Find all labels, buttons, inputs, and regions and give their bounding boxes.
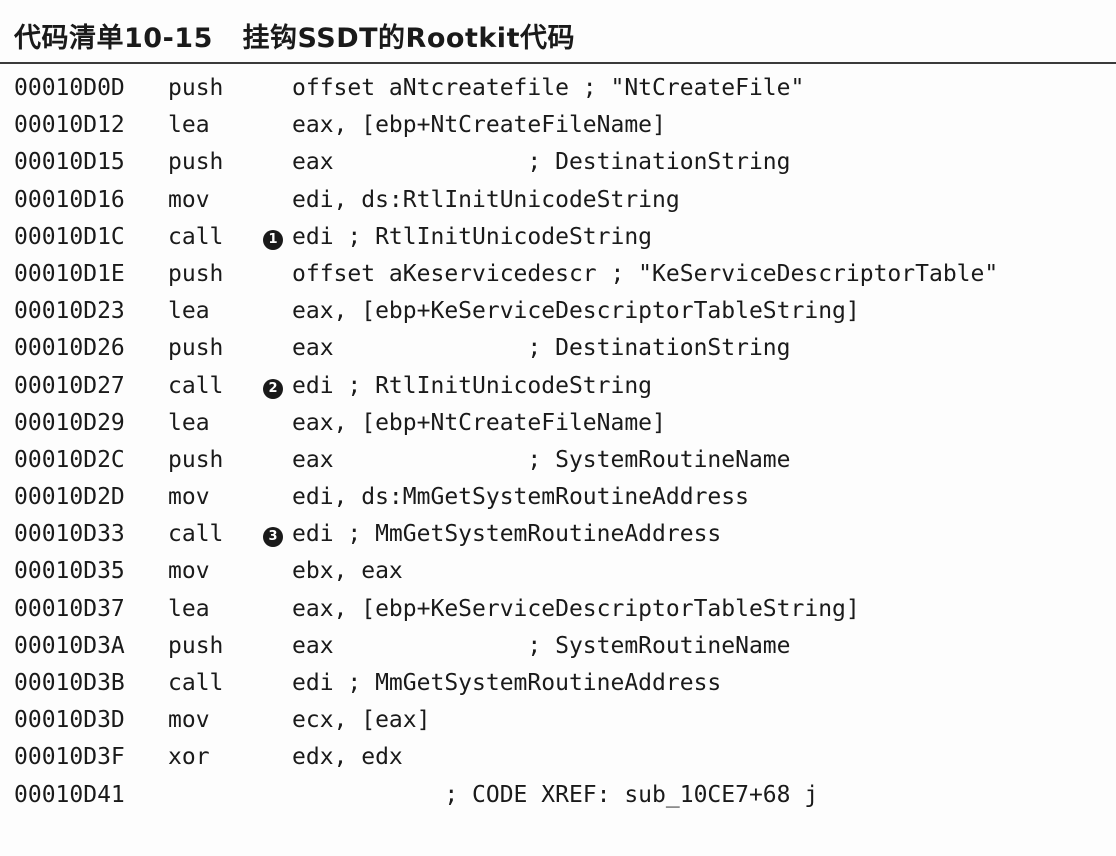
address: 00010D12 [14, 112, 125, 139]
address: 00010D3D [14, 707, 125, 734]
operands: eax, [ebp+KeServiceDescriptorTableString… [292, 595, 860, 622]
code-listing: 00010D0D push offset aNtcreatefile ; "NtCr… [0, 70, 1116, 814]
operands: offset aNtcreatefile ; "NtCreateFile" [292, 75, 805, 101]
mnemonic: xor [168, 744, 210, 771]
address: 00010D1E [14, 260, 125, 287]
mnemonic: push [168, 149, 224, 176]
mnemonic: mov [168, 186, 210, 213]
mnemonic: lea [168, 595, 210, 622]
operands: eax, [ebp+NtCreateFileName] [292, 112, 666, 139]
address: 00010D16 [14, 186, 125, 213]
code-line: 00010D29 lea eax, [ebp+NtCreateFileName] [0, 405, 1116, 442]
operands: edx, edx [292, 744, 403, 771]
operands: edi ; MmGetSystemRoutineAddress [292, 670, 722, 696]
mnemonic: call [168, 670, 224, 696]
code-line: 00010D27 call 2 edi ; RtlInitUnicodeString [0, 368, 1116, 405]
operands: edi ; RtlInitUnicodeString [292, 372, 653, 399]
operands: edi ; RtlInitUnicodeString [292, 223, 653, 250]
code-line: 00010D3D mov ecx, [eax] [0, 702, 1116, 739]
address: 00010D27 [14, 372, 125, 399]
address: 00010D33 [14, 521, 125, 548]
operands: eax, [ebp+KeServiceDescriptorTableString… [292, 298, 860, 325]
operands: ebx, eax [292, 558, 403, 585]
operands: edi, ds:RtlInitUnicodeString [292, 186, 680, 213]
operands: eax ; DestinationString [292, 335, 791, 362]
operands: eax, [ebp+NtCreateFileName] [292, 409, 666, 436]
mnemonic: mov [168, 707, 210, 734]
caption-rule [0, 62, 1116, 64]
operands: offset aKeservicedescr ; "KeServiceDescr… [292, 260, 999, 287]
code-line: 00010D15 push eax ; DestinationString [0, 144, 1116, 181]
mnemonic: lea [168, 298, 210, 325]
mnemonic: call [168, 223, 224, 250]
callout-marker-icon: 1 [263, 229, 283, 250]
mnemonic: mov [168, 484, 210, 511]
code-line: 00010D41 ; CODE XREF: sub_10CE7+68 j [0, 777, 1116, 814]
code-line: 00010D3A push eax ; SystemRoutineName [0, 628, 1116, 665]
address: 00010D26 [14, 335, 125, 362]
code-line: 00010D2D mov edi, ds:MmGetSystemRoutineAdd… [0, 479, 1116, 516]
address: 00010D0D [14, 75, 125, 101]
address: 00010D29 [14, 409, 125, 436]
address: 00010D41 [14, 781, 125, 808]
mnemonic: call [168, 372, 224, 399]
mnemonic: push [168, 632, 224, 659]
code-line: 00010D12 lea eax, [ebp+NtCreateFileName] [0, 107, 1116, 144]
address: 00010D2C [14, 446, 125, 473]
mnemonic: call [168, 521, 224, 548]
mnemonic: push [168, 335, 224, 362]
address: 00010D37 [14, 595, 125, 622]
operands: eax ; DestinationString [292, 149, 791, 176]
operands: eax ; SystemRoutineName [292, 632, 791, 659]
address: 00010D2D [14, 484, 125, 511]
callout-marker-icon: 2 [263, 378, 283, 399]
address: 00010D1C [14, 223, 125, 250]
operands: ecx, [eax] [292, 707, 431, 734]
address: 00010D3B [14, 670, 125, 696]
callout-marker-icon: 3 [263, 527, 283, 548]
address: 00010D35 [14, 558, 125, 585]
code-line: 00010D1C call 1 edi ; RtlInitUnicodeString [0, 219, 1116, 256]
mnemonic: lea [168, 112, 210, 139]
operands: edi, ds:MmGetSystemRoutineAddress [292, 484, 749, 511]
address: 00010D3F [14, 744, 125, 771]
code-line: 00010D23 lea eax, [ebp+KeServiceDescriptor… [0, 293, 1116, 330]
mnemonic: lea [168, 409, 210, 436]
address: 00010D23 [14, 298, 125, 325]
code-line: 00010D16 mov edi, ds:RtlInitUnicodeString [0, 182, 1116, 219]
address: 00010D3A [14, 632, 125, 659]
mnemonic: push [168, 75, 224, 101]
code-line: 00010D0D push offset aNtcreatefile ; "NtCr… [0, 70, 1116, 107]
mnemonic: mov [168, 558, 210, 585]
operands: eax ; SystemRoutineName [292, 446, 791, 473]
address: 00010D15 [14, 149, 125, 176]
code-line: 00010D37 lea eax, [ebp+KeServiceDescriptor… [0, 591, 1116, 628]
operands: edi ; MmGetSystemRoutineAddress [292, 521, 722, 548]
code-line: 00010D26 push eax ; DestinationString [0, 330, 1116, 367]
code-line: 00010D3F xor edx, edx [0, 739, 1116, 776]
listing-caption: 代码清单10-15 挂钩SSDT的Rootkit代码 [14, 23, 575, 54]
code-line: 00010D33 call 3 edi ; MmGetSystemRoutineAdd… [0, 516, 1116, 553]
code-line: 00010D3B call edi ; MmGetSystemRoutineAddr… [0, 665, 1116, 702]
operands: ; CODE XREF: sub_10CE7+68 j [292, 781, 819, 808]
mnemonic: push [168, 446, 224, 473]
mnemonic: push [168, 260, 224, 287]
code-line: 00010D35 mov ebx, eax [0, 553, 1116, 590]
code-line: 00010D1E push offset aKeservicedescr ; "Ke… [0, 256, 1116, 293]
code-line: 00010D2C push eax ; SystemRoutineName [0, 442, 1116, 479]
